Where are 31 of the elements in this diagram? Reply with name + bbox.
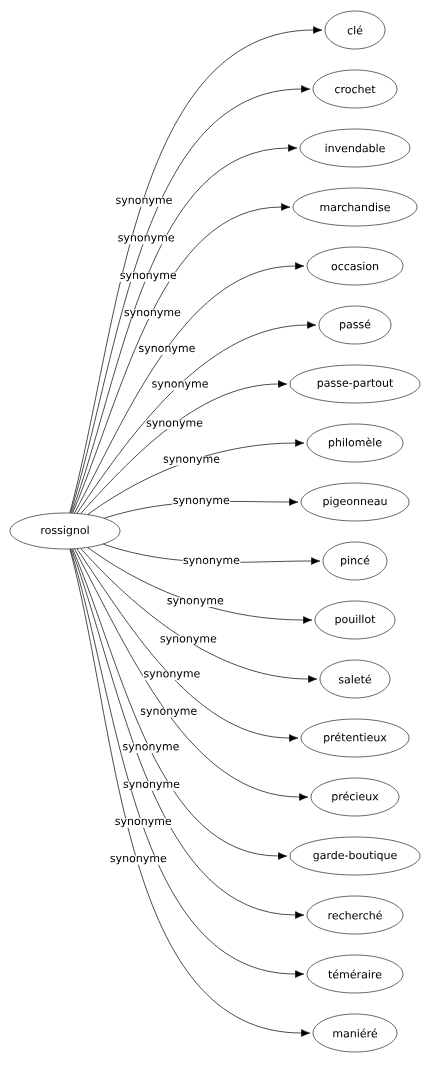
edge-label: synonyme bbox=[172, 497, 231, 507]
edge-label: synonyme bbox=[122, 781, 181, 791]
arrow bbox=[69, 26, 323, 514]
edge-label: synonyme bbox=[138, 345, 196, 355]
edge-label: synonyme bbox=[151, 380, 209, 391]
arrow bbox=[72, 548, 288, 860]
arrow bbox=[87, 547, 313, 624]
arrow bbox=[74, 548, 309, 801]
edge-label: synonyme bbox=[159, 635, 218, 646]
edge-label: synonyme bbox=[117, 234, 176, 245]
edge-label: synonyme bbox=[166, 597, 225, 608]
arrow bbox=[76, 321, 317, 514]
edge-label: synonyme bbox=[142, 670, 201, 681]
arrow bbox=[70, 85, 311, 514]
edge-label: synonyme bbox=[114, 818, 173, 828]
edge-label: synonyme bbox=[119, 272, 178, 282]
edge-label: synonyme bbox=[115, 197, 173, 207]
edge-label: synonyme bbox=[145, 419, 204, 430]
arrow bbox=[72, 203, 291, 514]
edge-label: synonyme bbox=[122, 743, 180, 753]
arrow bbox=[80, 380, 288, 514]
arrow bbox=[87, 439, 305, 515]
edge-label: synonyme bbox=[123, 309, 182, 319]
edge-label: synonyme bbox=[109, 855, 168, 865]
edge-label: synonyme bbox=[182, 557, 241, 567]
arrow bbox=[71, 144, 298, 514]
arrow bbox=[80, 548, 318, 683]
edge-label: synonyme bbox=[139, 708, 198, 718]
arrow bbox=[74, 262, 305, 514]
arrow bbox=[76, 548, 299, 742]
edge-label: synonyme bbox=[162, 456, 221, 466]
